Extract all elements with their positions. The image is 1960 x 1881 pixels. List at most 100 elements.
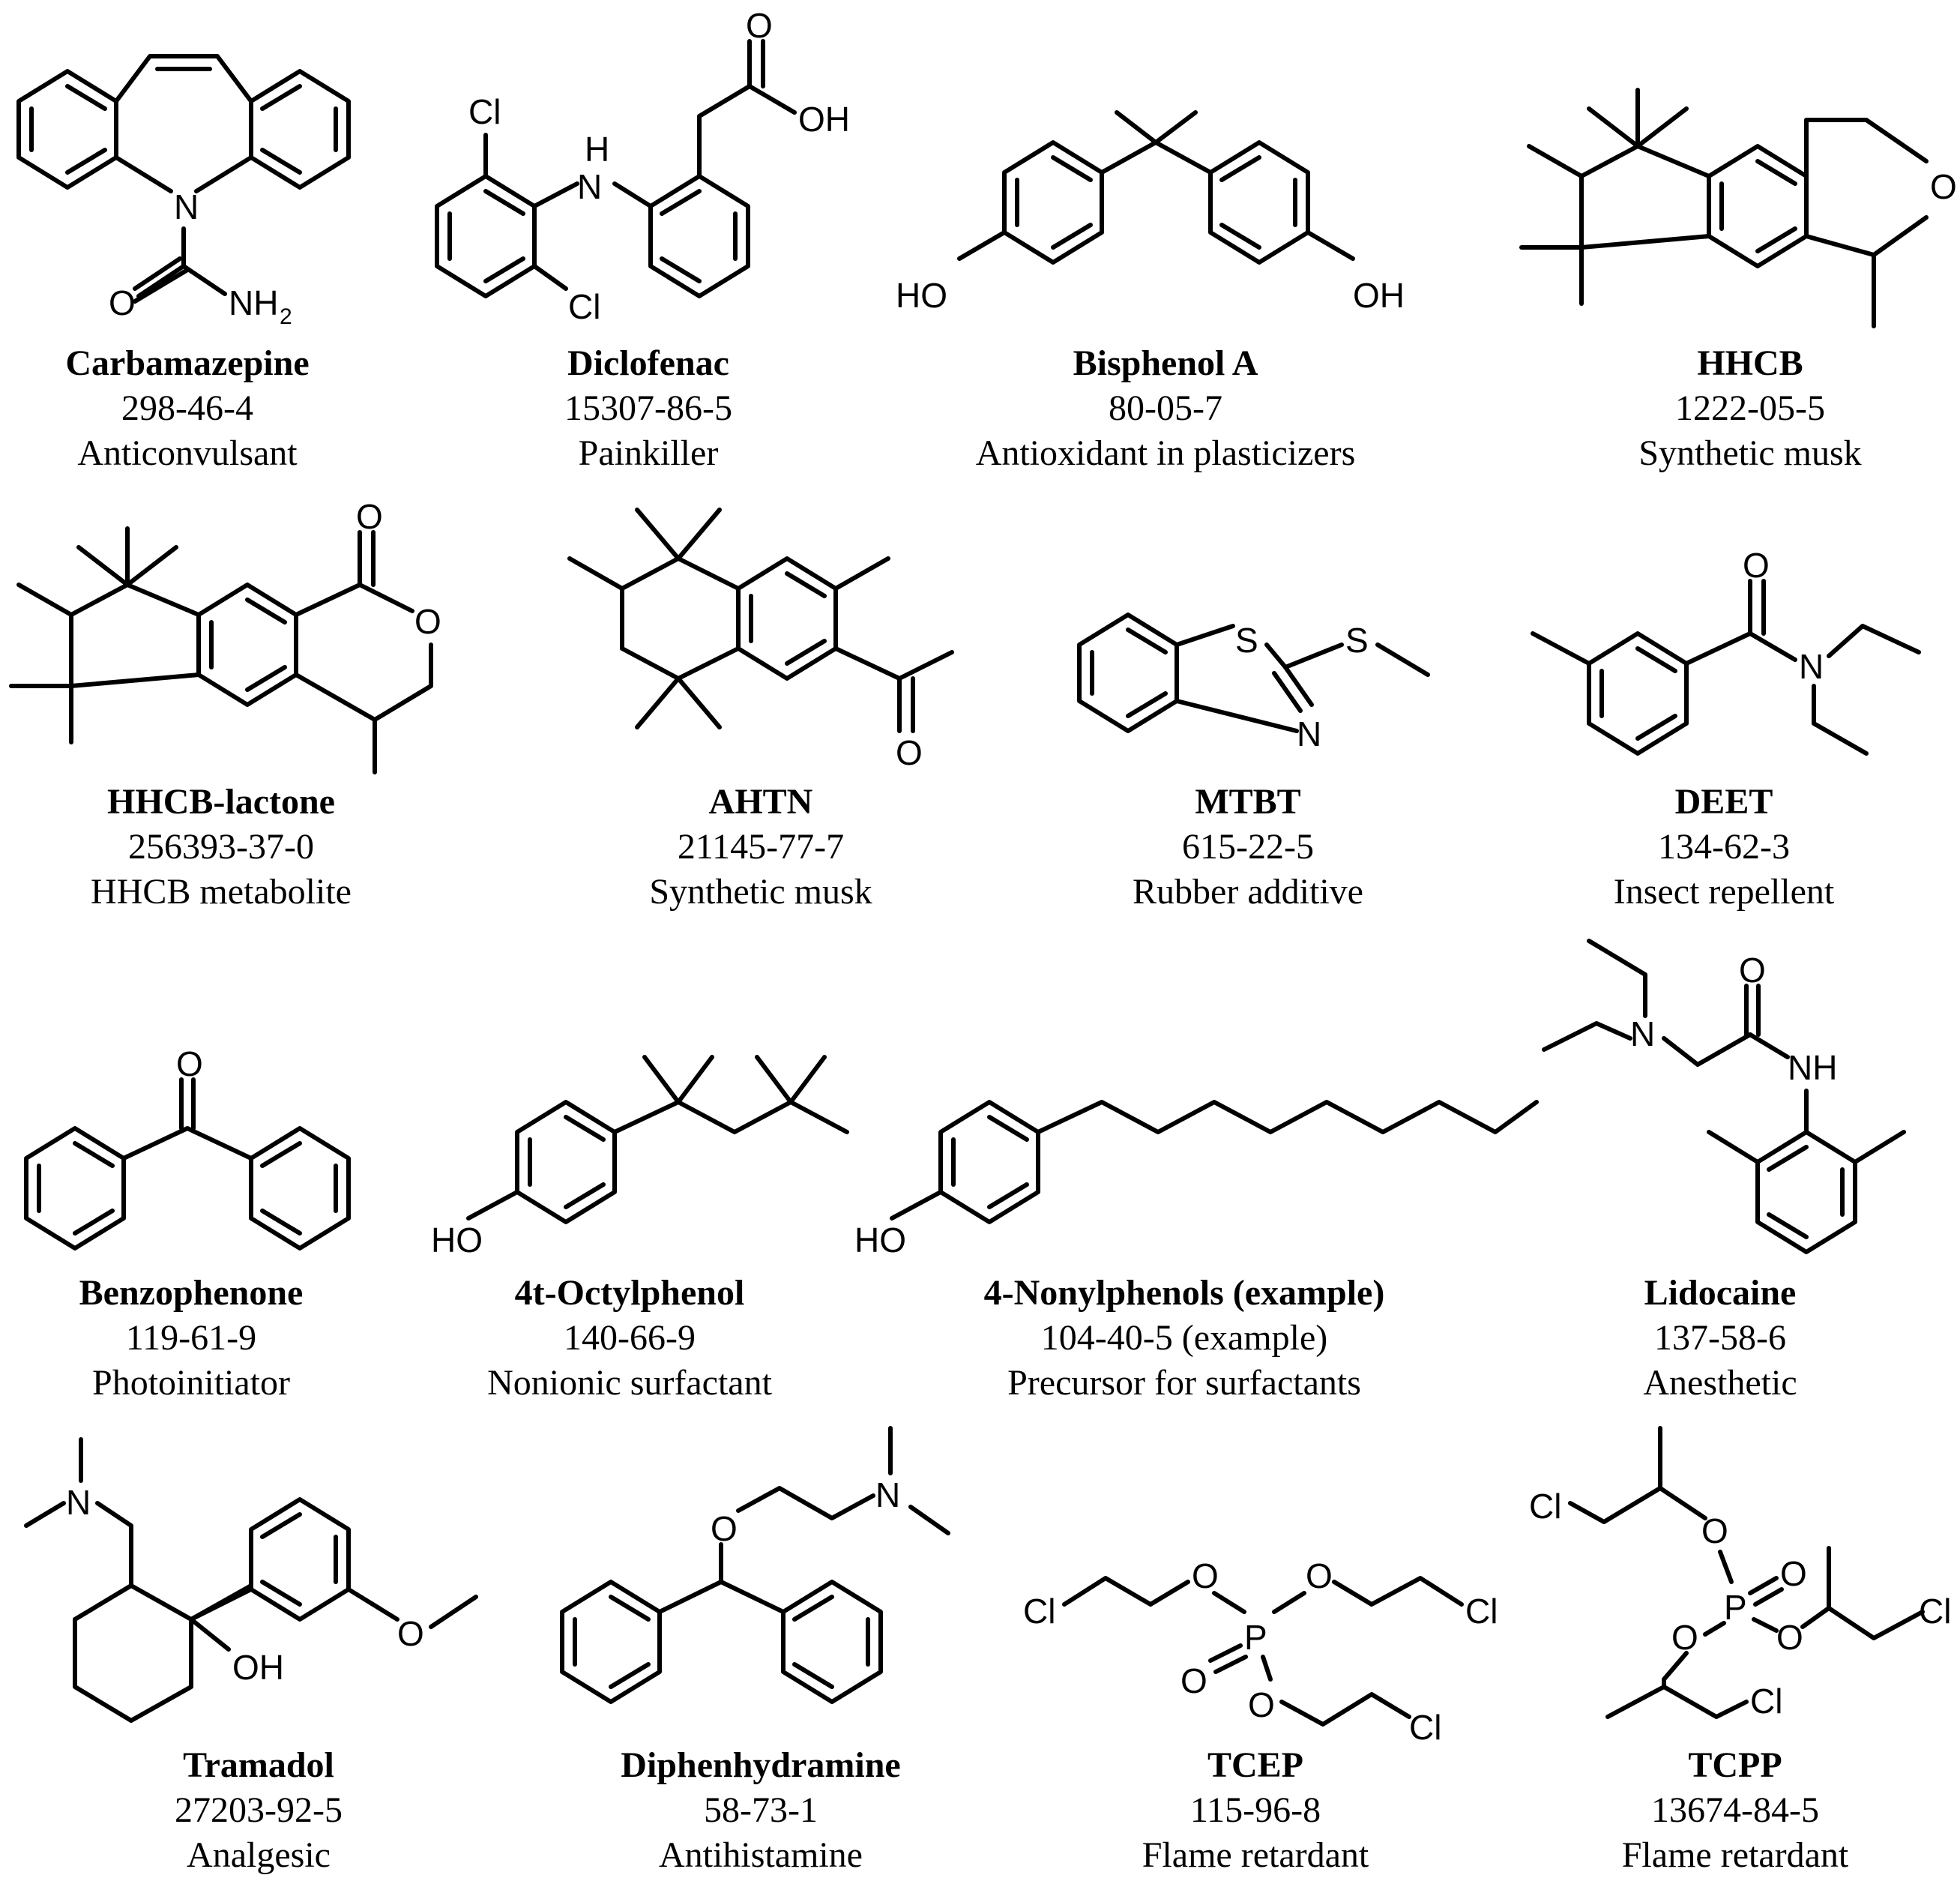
atom-label-o: O	[1180, 1661, 1207, 1700]
compound-cas: 115-96-8	[1189, 1790, 1321, 1830]
atom-label-n: N	[174, 187, 199, 226]
atom-label-nh2: NH	[229, 283, 278, 322]
caption-diclofenac: Diclofenac 15307-86-5 Painkiller	[408, 341, 888, 476]
atom-label-n: N	[66, 1483, 91, 1522]
atom-label-cl: Cl	[1465, 1592, 1498, 1631]
compound-use: Anticonvulsant	[77, 433, 298, 473]
atom-label-o: O	[1780, 1554, 1807, 1593]
structure-lidocaine: N O NH	[1542, 939, 1906, 1254]
compound-name: Diphenhydramine	[621, 1745, 901, 1785]
caption-bisphenol-a: Bisphenol A 80-05-7 Antioxidant in plast…	[926, 341, 1405, 476]
structure-deet: O N	[1531, 546, 1921, 756]
atom-label-cl: Cl	[468, 92, 501, 131]
compound-use: Synthetic musk	[649, 872, 872, 912]
atom-label-s: S	[1345, 621, 1369, 660]
caption-ahtn: AHTN 21145-77-7 Synthetic musk	[521, 780, 1001, 915]
caption-mtbt: MTBT 615-22-5 Rubber additive	[1008, 780, 1488, 915]
compound-name: 4t-Octylphenol	[514, 1273, 745, 1313]
compound-cas: 21145-77-7	[677, 827, 845, 867]
compound-name: AHTN	[708, 782, 813, 822]
compound-use: Insect repellent	[1613, 872, 1835, 912]
atom-label-oh: OH	[798, 100, 850, 139]
compound-use: Flame retardant	[1621, 1835, 1849, 1875]
structure-diphenhydramine: O N	[560, 1426, 950, 1704]
compound-cas: 298-46-4	[121, 388, 253, 428]
structure-tcep: Cl O P O Cl O O Cl	[1023, 1556, 1498, 1747]
compound-name: 4-Nonylphenols (example)	[983, 1273, 1385, 1313]
compound-cas: 13674-84-5	[1651, 1790, 1819, 1830]
compound-cas: 137-58-6	[1654, 1318, 1786, 1358]
compound-cas: 58-73-1	[704, 1790, 818, 1830]
caption-lidocaine: Lidocaine 137-58-6 Anesthetic	[1480, 1271, 1960, 1406]
compound-use: Synthetic musk	[1638, 433, 1862, 473]
atom-label-o: O	[1671, 1618, 1698, 1657]
atom-label-o: O	[711, 1509, 738, 1548]
structure-bisphenol-a: HO OH	[896, 110, 1405, 315]
structure-benzophenone: O	[24, 1044, 351, 1251]
compound-name: HHCB-lactone	[107, 782, 335, 822]
atom-label-o: O	[414, 602, 441, 641]
compound-use: Painkiller	[578, 433, 719, 473]
atom-label-o: O	[397, 1614, 424, 1653]
structure-ahtn: O	[567, 508, 954, 772]
atom-label-o: O	[746, 6, 773, 45]
structure-4-nonylphenol: HO	[854, 1100, 1539, 1259]
atom-label-o: O	[1306, 1556, 1333, 1595]
compound-name: Bisphenol A	[1073, 343, 1258, 383]
atom-label-o: O	[109, 283, 136, 322]
atom-label-o: O	[1930, 167, 1957, 206]
atom-label-h: H	[585, 130, 609, 169]
atom-label-o: O	[896, 733, 923, 772]
structure-mtbt: S N S	[1077, 613, 1430, 753]
compound-name: DEET	[1674, 782, 1773, 822]
atom-label-o: O	[1248, 1685, 1275, 1724]
atom-label-o: O	[176, 1044, 203, 1083]
caption-tramadol: Tramadol 27203-92-5 Analgesic	[19, 1743, 498, 1878]
caption-hhcb: HHCB 1222-05-5 Synthetic musk	[1510, 341, 1960, 476]
structure-tcpp: Cl O P O O Cl O Cl	[1529, 1426, 1951, 1721]
structure-hhcb-lactone: O O	[9, 497, 441, 774]
structure-4t-octylphenol: HO	[431, 1055, 849, 1259]
atom-label-ho: HO	[896, 276, 947, 315]
compound-cas: 27203-92-5	[175, 1790, 343, 1830]
atom-label-cl: Cl	[1409, 1708, 1441, 1747]
compound-name: HHCB	[1697, 343, 1803, 383]
compound-cas: 256393-37-0	[128, 827, 314, 867]
compound-name: Benzophenone	[79, 1273, 304, 1313]
structure-hhcb: O	[1519, 88, 1957, 328]
compound-use: Photoinitiator	[92, 1363, 290, 1403]
compound-use: Antioxidant in plasticizers	[975, 433, 1356, 473]
caption-diphenhydramine: Diphenhydramine 58-73-1 Antihistamine	[521, 1743, 1001, 1878]
structure-diclofenac: Cl Cl N H O OH	[435, 6, 850, 326]
compound-name: Tramadol	[183, 1745, 334, 1785]
atom-label-o: O	[356, 497, 383, 536]
atom-label-p: P	[1724, 1588, 1747, 1627]
structure-carbamazepine: N O NH 2	[16, 54, 351, 329]
atom-label-o: O	[1192, 1556, 1219, 1595]
atom-label-p: P	[1244, 1618, 1267, 1657]
atom-label-o: O	[1701, 1511, 1728, 1550]
compound-cas: 615-22-5	[1182, 827, 1314, 867]
atom-label-n: N	[1630, 1014, 1655, 1053]
atom-label-cl: Cl	[1919, 1592, 1951, 1631]
atom-label-nh: NH	[1788, 1048, 1837, 1087]
compound-use: Precursor for surfactants	[1007, 1363, 1361, 1403]
caption-4t-octylphenol: 4t-Octylphenol 140-66-9 Nonionic surfact…	[390, 1271, 869, 1406]
compound-name: Carbamazepine	[65, 343, 310, 383]
atom-label-o: O	[1776, 1618, 1803, 1657]
compound-name: TCPP	[1688, 1745, 1782, 1785]
atom-label-ho: HO	[854, 1221, 906, 1259]
atom-label-subscript: 2	[280, 304, 292, 329]
atom-label-cl: Cl	[1023, 1592, 1055, 1631]
compound-use: Analgesic	[187, 1835, 331, 1875]
compound-use: HHCB metabolite	[91, 872, 352, 912]
atom-label-n: N	[1297, 714, 1321, 753]
compound-cas: 119-61-9	[125, 1318, 257, 1358]
atom-label-s: S	[1235, 621, 1258, 660]
atom-label-nh: N	[577, 167, 602, 206]
atom-label-ho: HO	[431, 1221, 483, 1259]
compound-use: Flame retardant	[1142, 1835, 1369, 1875]
structure-tramadol: N OH O	[24, 1437, 478, 1723]
caption-tcpp: TCPP 13674-84-5 Flame retardant	[1495, 1743, 1960, 1878]
